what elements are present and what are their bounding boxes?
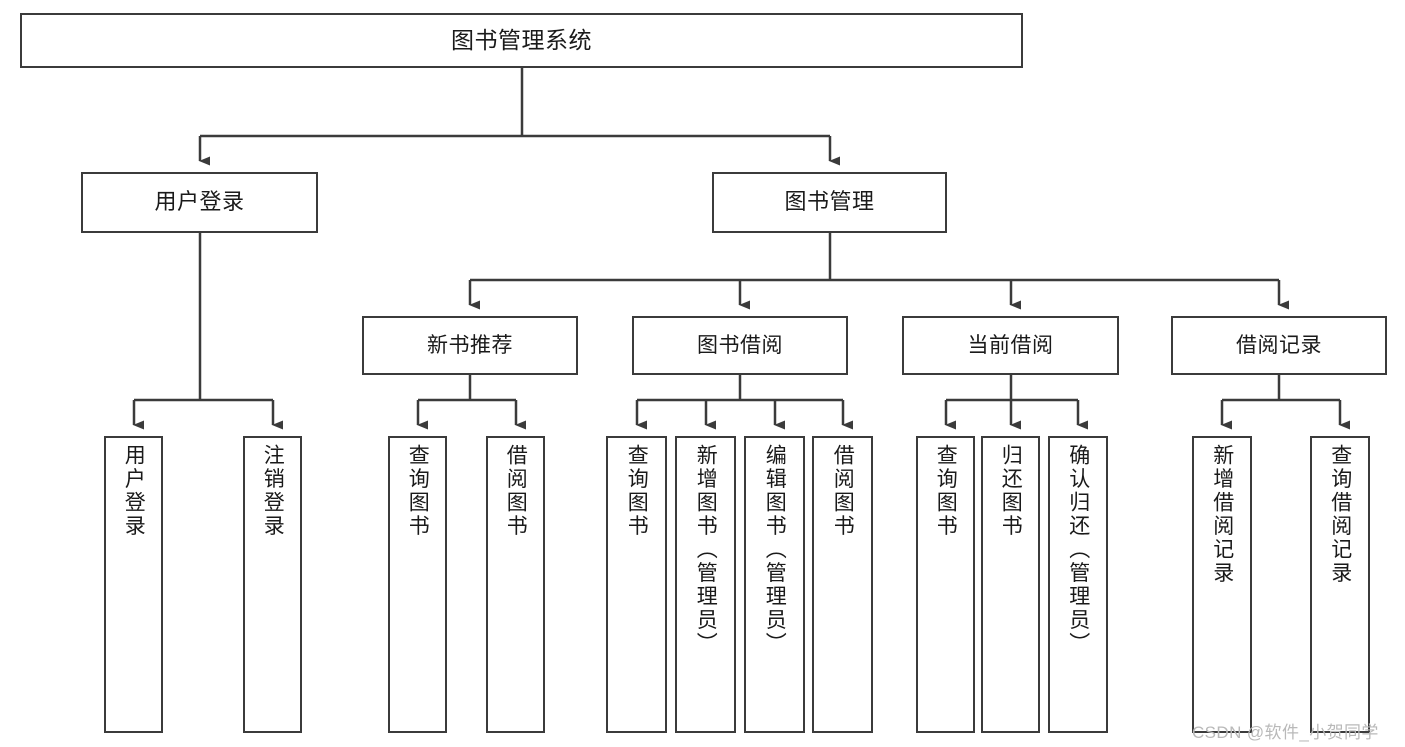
node-l9[interactable]: 查询图书 [916, 436, 975, 733]
node-label: 查询图书 [625, 444, 649, 538]
node-label: 注销登录 [261, 444, 285, 538]
node-l6[interactable]: 新增图书（管理员） [675, 436, 736, 733]
node-label: 新书推荐 [427, 333, 513, 357]
node-label: 确认归还（管理员） [1066, 444, 1090, 656]
watermark-credit: CSDN @软件_小贺同学 [1192, 723, 1379, 742]
node-l1[interactable]: 用户登录 [104, 436, 163, 733]
node-n-cur[interactable]: 当前借阅 [902, 316, 1119, 375]
node-l12[interactable]: 新增借阅记录 [1192, 436, 1252, 733]
node-root[interactable]: 图书管理系统 [20, 13, 1023, 68]
node-label: 借阅图书 [504, 444, 528, 538]
node-l11[interactable]: 确认归还（管理员） [1048, 436, 1108, 733]
node-label: 用户登录 [154, 189, 245, 215]
node-l2[interactable]: 注销登录 [243, 436, 302, 733]
node-l13[interactable]: 查询借阅记录 [1310, 436, 1370, 733]
node-l7[interactable]: 编辑图书（管理员） [744, 436, 805, 733]
node-label: 归还图书 [999, 444, 1023, 538]
node-label: 用户登录 [122, 444, 146, 538]
node-label: 查询借阅记录 [1328, 444, 1352, 585]
node-label: 图书管理 [784, 189, 875, 215]
node-label: 借阅图书 [831, 444, 855, 538]
node-label: 新增借阅记录 [1210, 444, 1234, 585]
node-label: 查询图书 [934, 444, 958, 538]
node-l3[interactable]: 查询图书 [388, 436, 447, 733]
node-l4[interactable]: 借阅图书 [486, 436, 545, 733]
node-label: 查询图书 [406, 444, 430, 538]
node-l5[interactable]: 查询图书 [606, 436, 667, 733]
node-n-book[interactable]: 图书管理 [712, 172, 947, 233]
node-n-borrow[interactable]: 图书借阅 [632, 316, 848, 375]
node-label: 新增图书（管理员） [694, 444, 718, 656]
node-label: 当前借阅 [967, 333, 1054, 357]
edge-group [132, 68, 1350, 430]
node-l8[interactable]: 借阅图书 [812, 436, 873, 733]
node-label: 图书管理系统 [451, 26, 592, 53]
node-l10[interactable]: 归还图书 [981, 436, 1040, 733]
node-n-login[interactable]: 用户登录 [81, 172, 318, 233]
node-label: 编辑图书（管理员） [763, 444, 787, 656]
node-label: 借阅记录 [1236, 333, 1322, 357]
node-n-rec[interactable]: 借阅记录 [1171, 316, 1387, 375]
node-n-new[interactable]: 新书推荐 [362, 316, 578, 375]
node-label: 图书借阅 [697, 333, 783, 357]
